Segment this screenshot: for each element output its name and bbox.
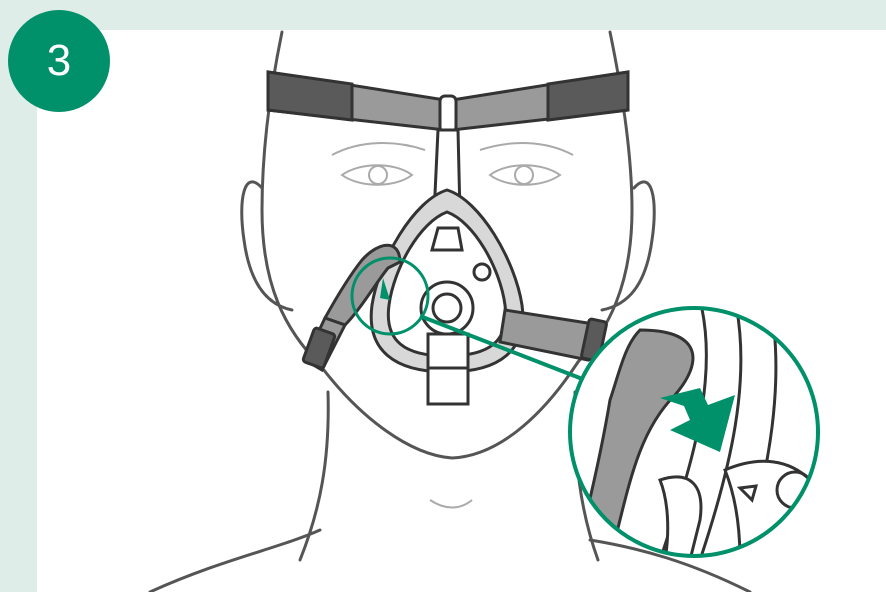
mask-shell (371, 190, 523, 404)
magnified-callout (570, 300, 818, 560)
top-strap (268, 72, 628, 132)
step-number-badge: 3 (8, 10, 110, 112)
step-number: 3 (47, 36, 71, 86)
